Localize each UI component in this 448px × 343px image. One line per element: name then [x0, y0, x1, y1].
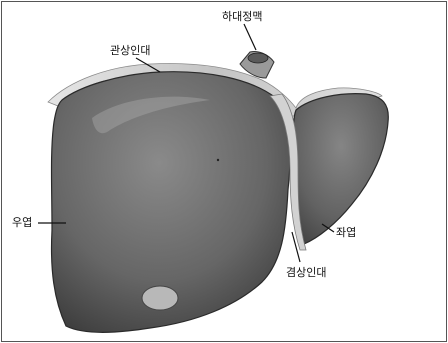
label-left-lobe: 좌엽 [336, 226, 356, 239]
leader-inferior-vena-cava [244, 24, 256, 50]
label-falciform-ligament: 겸상인대 [286, 266, 326, 279]
left-lobe-shape [294, 94, 389, 244]
label-inferior-vena-cava: 하대정맥 [222, 10, 262, 23]
label-coronary-ligament: 관상인대 [110, 44, 150, 57]
gallbladder-shape [142, 286, 178, 310]
label-right-lobe: 우엽 [12, 216, 32, 229]
